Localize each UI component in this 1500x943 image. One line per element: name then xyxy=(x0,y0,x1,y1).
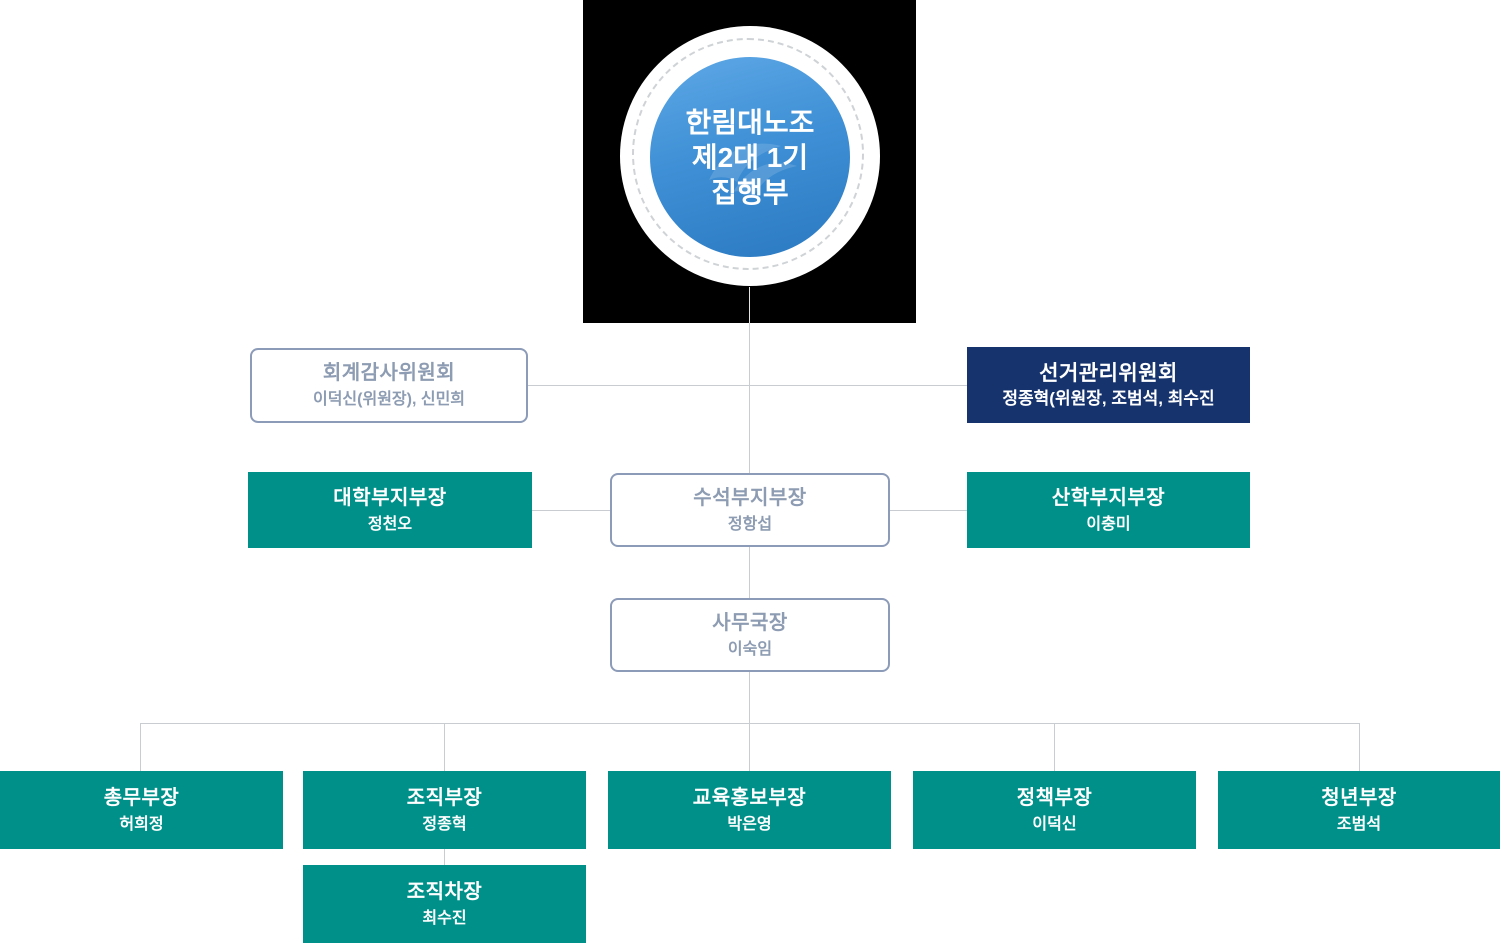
connector-organization-deputy xyxy=(444,849,445,865)
election-committee-members: 정종혁(위원장, 조범석, 최수진 xyxy=(1002,388,1215,408)
secretary-general-title: 사무국장 xyxy=(712,611,788,634)
education-pr-title: 교육홍보부장 xyxy=(692,786,807,809)
audit-committee-members: 이덕신(위원장), 신민희 xyxy=(312,391,466,409)
audit-committee-title: 회계감사위원회 xyxy=(322,362,456,385)
organization-department-box: 조직부장 정종혁 xyxy=(303,771,586,849)
education-pr-name: 박은영 xyxy=(727,815,772,833)
secretary-general-box: 사무국장 이숙임 xyxy=(610,598,890,672)
youth-department-box: 청년부장 조범석 xyxy=(1218,771,1500,849)
general-affairs-title: 총무부장 xyxy=(103,786,180,809)
connector-chief-secretary xyxy=(749,547,750,598)
connector-committees xyxy=(528,385,967,386)
organization-deputy-box: 조직차장 최수진 xyxy=(303,865,586,943)
chief-vice-president-name: 정항섭 xyxy=(727,515,773,533)
secretary-general-name: 이숙임 xyxy=(727,640,773,658)
connector-drop-organization xyxy=(444,723,445,771)
organization-deputy-title: 조직차장 xyxy=(406,880,483,903)
hero-title-line1: 한림대노조 xyxy=(685,106,815,138)
connector-departments-bus xyxy=(140,723,1360,724)
youth-name: 조범석 xyxy=(1336,815,1382,833)
youth-title: 청년부장 xyxy=(1321,786,1397,809)
policy-department-box: 정책부장 이덕신 xyxy=(913,771,1196,849)
industry-vice-president-title: 산학부지부장 xyxy=(1051,486,1166,509)
hero-badge: 한림대노조 제2대 1기 집행부 xyxy=(620,26,880,286)
connector-chief-university xyxy=(532,510,610,511)
university-vice-president-box: 대학부지부장 정천오 xyxy=(248,472,532,548)
connector-chief-industry xyxy=(890,510,967,511)
audit-committee-box: 회계감사위원회 이덕신(위원장), 신민희 xyxy=(250,348,528,423)
connector-drop-youth xyxy=(1359,723,1360,771)
chief-vice-president-box: 수석부지부장 정항섭 xyxy=(610,473,890,547)
policy-name: 이덕신 xyxy=(1032,815,1077,833)
election-committee-title: 선거관리위원회 xyxy=(1039,361,1178,385)
connector-hero-to-chief xyxy=(749,323,750,473)
organization-deputy-name: 최수진 xyxy=(422,909,467,927)
connector-drop-education xyxy=(749,723,750,771)
hero-dashed-ring xyxy=(632,38,864,270)
connector-drop-policy xyxy=(1054,723,1055,771)
organization-title: 조직부장 xyxy=(406,786,483,809)
election-committee-box: 선거관리위원회 정종혁(위원장, 조범석, 최수진 xyxy=(967,347,1250,423)
industry-vice-president-box: 산학부지부장 이충미 xyxy=(967,472,1250,548)
chief-vice-president-title: 수석부지부장 xyxy=(693,486,807,509)
hero-title-line3: 집행부 xyxy=(711,176,789,208)
connector-secretary-departments xyxy=(749,672,750,723)
university-vice-president-title: 대학부지부장 xyxy=(333,486,447,509)
university-vice-president-name: 정천오 xyxy=(367,515,413,533)
industry-vice-president-name: 이충미 xyxy=(1086,515,1131,533)
general-affairs-name: 허희정 xyxy=(119,815,164,833)
union-logo-watermark-icon xyxy=(709,143,797,198)
education-pr-department-box: 교육홍보부장 박은영 xyxy=(608,771,891,849)
general-affairs-department-box: 총무부장 허희정 xyxy=(0,771,283,849)
policy-title: 정책부장 xyxy=(1016,786,1093,809)
connector-hero-on-black xyxy=(749,287,750,323)
connector-drop-general-affairs xyxy=(140,723,141,771)
organization-name: 정종혁 xyxy=(422,815,467,833)
hero-blue-circle: 한림대노조 제2대 1기 집행부 xyxy=(650,57,850,257)
hero-title-line2: 제2대 1기 xyxy=(691,141,809,173)
